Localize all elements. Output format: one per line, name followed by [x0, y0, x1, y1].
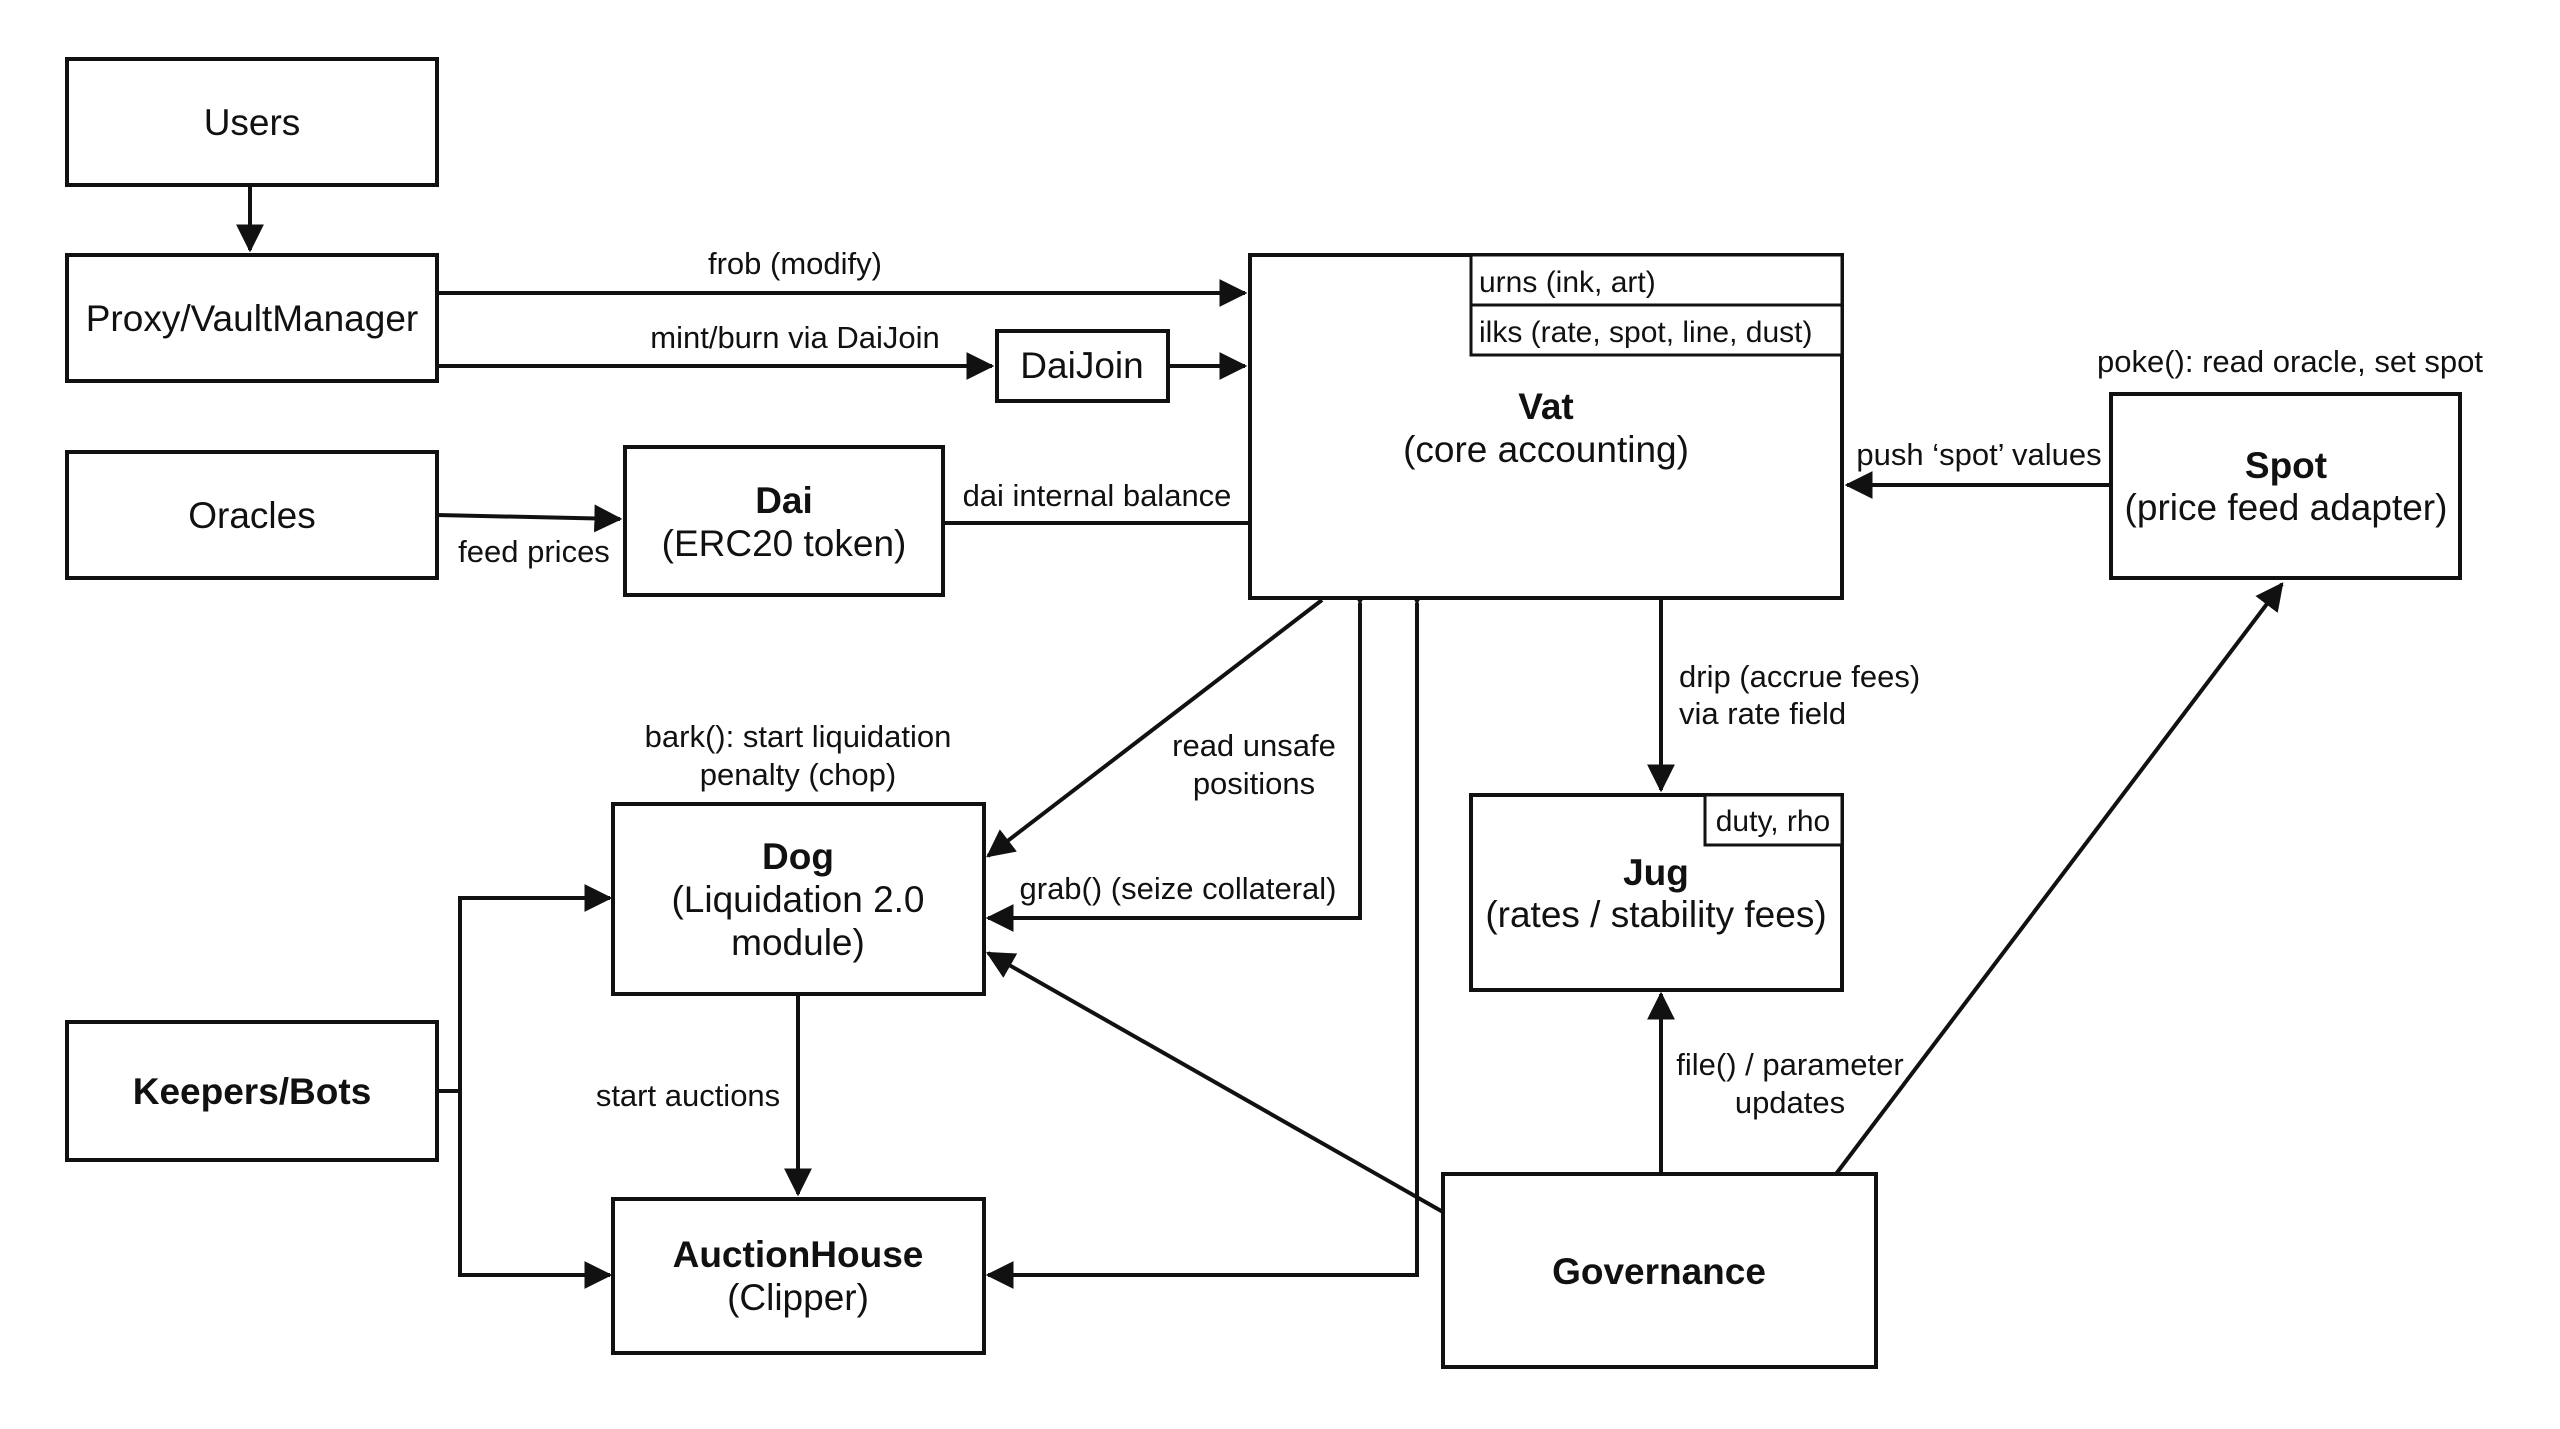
edge-auction-vat: [985, 577, 1431, 1289]
label-drip-2: via rate field: [1679, 696, 1846, 731]
edges: [236, 185, 2284, 1289]
dog-subtitle-2: module): [731, 922, 865, 963]
edge-keepers-to-dog: [458, 884, 613, 1275]
label-bark-2: penalty (chop): [700, 757, 896, 792]
label-drip-1: drip (accrue fees): [1679, 659, 1920, 694]
oracles-title: Oracles: [188, 495, 315, 536]
jug-title: Jug: [1623, 852, 1689, 893]
dog-subtitle: (Liquidation 2.0: [671, 879, 924, 920]
label-grab: grab() (seize collateral): [1020, 871, 1337, 906]
label-file-1: file() / parameter: [1676, 1047, 1903, 1082]
node-jug: duty, rho Jug (rates / stability fees): [1469, 793, 1844, 992]
label-read-unsafe-1: read unsafe: [1172, 728, 1336, 763]
label-start-auctions: start auctions: [596, 1078, 780, 1113]
vat-field-urns: urns (ink, art): [1479, 266, 1656, 299]
label-file-2: updates: [1735, 1085, 1845, 1120]
node-users: Users: [65, 57, 439, 187]
label-read-unsafe-2: positions: [1193, 766, 1315, 801]
jug-field: duty, rho: [1716, 805, 1831, 838]
proxy-title: Proxy/VaultManager: [86, 298, 418, 339]
node-auctionhouse: AuctionHouse (Clipper): [611, 1197, 986, 1355]
users-title: Users: [204, 102, 301, 143]
auction-title: AuctionHouse: [673, 1234, 924, 1275]
label-dai-balance: dai internal balance: [963, 478, 1232, 513]
jug-subtitle: (rates / stability fees): [1485, 894, 1826, 935]
keepers-title: Keepers/Bots: [133, 1071, 372, 1112]
dog-title: Dog: [762, 836, 834, 877]
label-bark-1: bark(): start liquidation: [645, 719, 952, 754]
label-mintburn: mint/burn via DaiJoin: [650, 320, 939, 355]
label-poke: poke(): read oracle, set spot: [2097, 344, 2483, 379]
node-dog: Dog (Liquidation 2.0 module): [611, 802, 986, 996]
label-frob: frob (modify): [708, 246, 882, 281]
node-vat: urns (ink, art) ilks (rate, spot, line, …: [1248, 253, 1844, 600]
edge-gov-to-dog: [985, 951, 1444, 1214]
vat-subtitle: (core accounting): [1403, 429, 1689, 470]
node-oracles: Oracles: [65, 450, 439, 580]
node-keepers-bots: Keepers/Bots: [65, 1020, 439, 1162]
label-push-spot: push ‘spot’ values: [1856, 437, 2101, 472]
spot-title: Spot: [2245, 445, 2327, 486]
daijoin-title: DaiJoin: [1020, 345, 1143, 386]
edge-labels: frob (modify) mint/burn via DaiJoin feed…: [458, 246, 2483, 1120]
dai-title: Dai: [755, 480, 813, 521]
dai-subtitle: (ERC20 token): [662, 523, 907, 564]
governance-title: Governance: [1552, 1251, 1766, 1292]
edge-feed-prices: [436, 504, 623, 533]
vat-field-ilks: ilks (rate, spot, line, dust): [1479, 316, 1812, 349]
node-spot: Spot (price feed adapter): [2109, 392, 2462, 580]
node-daijoin: DaiJoin: [995, 329, 1170, 403]
node-proxy-vaultmanager: Proxy/VaultManager: [65, 253, 439, 383]
edge-gov-to-spot: [1834, 582, 2284, 1176]
auction-subtitle: (Clipper): [727, 1277, 869, 1318]
node-governance: Governance: [1441, 1172, 1878, 1369]
label-feed-prices: feed prices: [458, 534, 610, 569]
spot-subtitle: (price feed adapter): [2125, 487, 2448, 528]
edge-keepers-to-auction: [458, 1091, 613, 1289]
vat-title: Vat: [1518, 386, 1574, 427]
node-dai: Dai (ERC20 token): [623, 445, 945, 597]
